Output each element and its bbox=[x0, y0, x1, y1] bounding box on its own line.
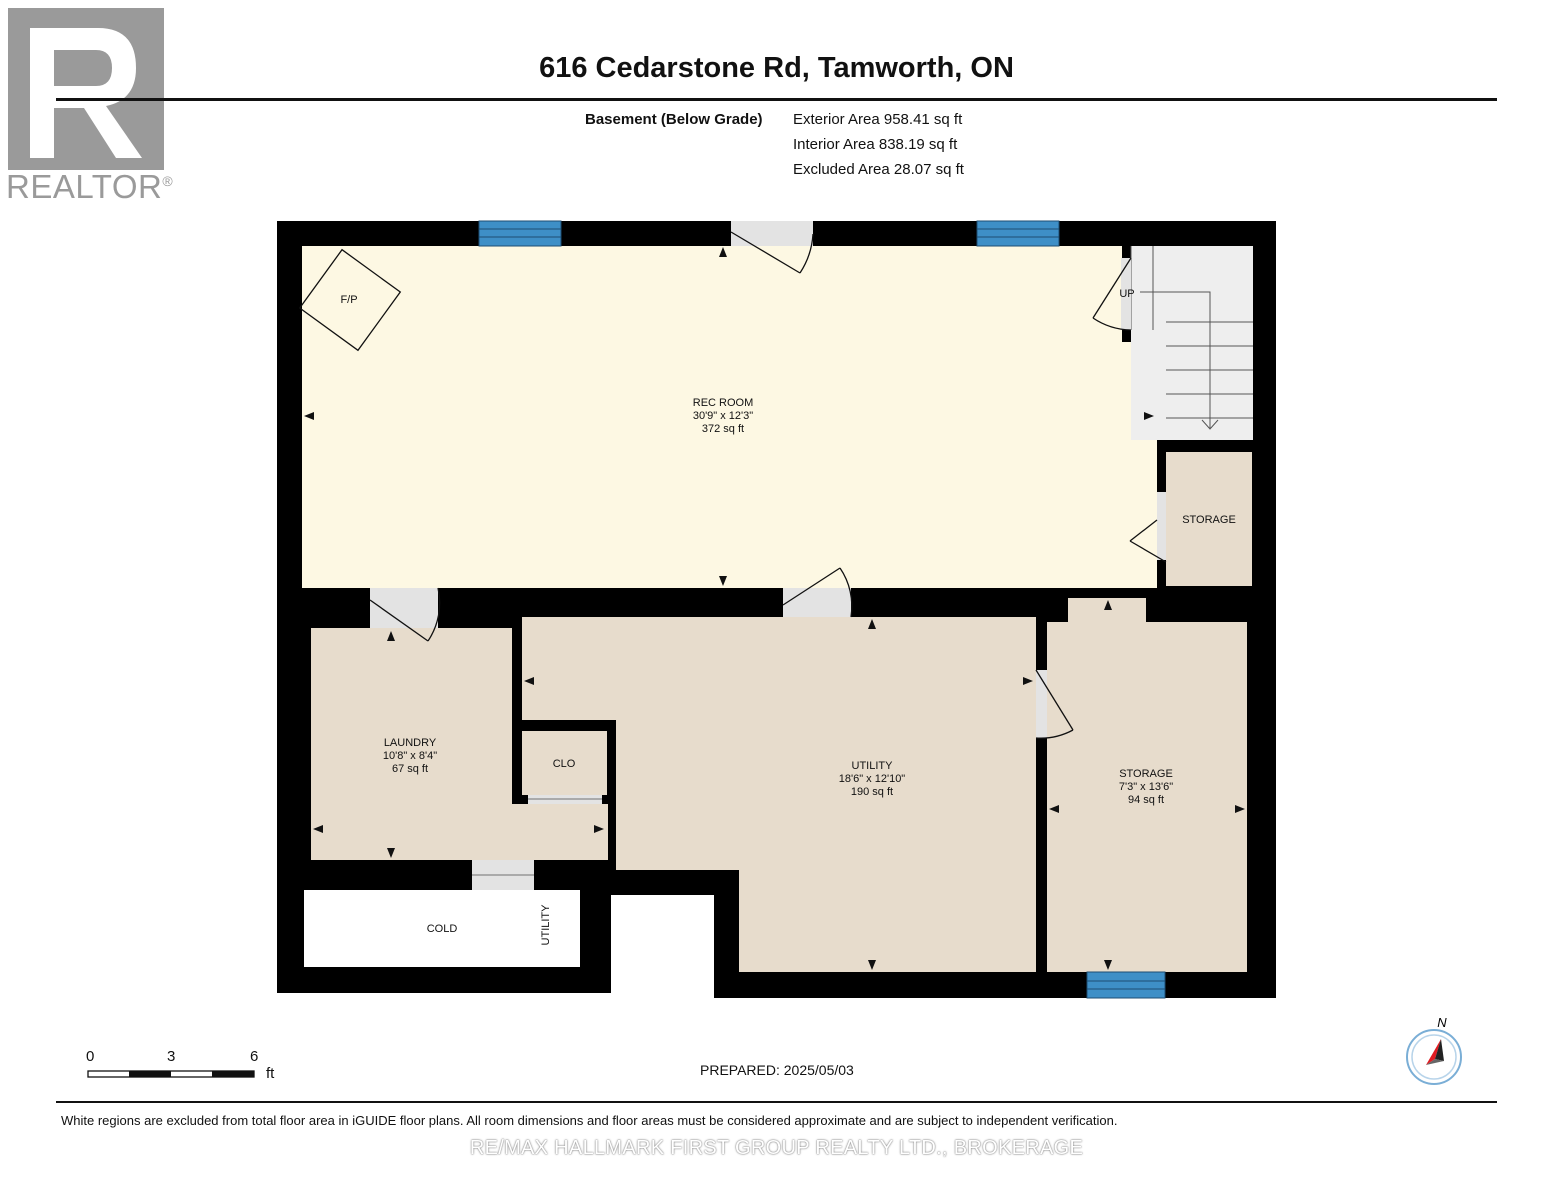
storage-area: 94 sq ft bbox=[1128, 794, 1164, 806]
stairs-floor bbox=[1131, 246, 1253, 440]
compass-icon bbox=[1406, 1029, 1462, 1085]
utility-name: UTILITY bbox=[852, 760, 894, 772]
prepared-date: PREPARED: 2025/05/03 bbox=[700, 1062, 854, 1078]
laundry-name: LAUNDRY bbox=[384, 737, 437, 749]
fireplace-icon bbox=[298, 248, 402, 352]
cold-room-name: COLD bbox=[427, 923, 458, 935]
scale-bar bbox=[87, 1070, 255, 1078]
dimension-arrows bbox=[304, 247, 1245, 970]
storage-floor bbox=[1047, 598, 1247, 972]
realtor-logo-word: REALTOR® bbox=[6, 168, 174, 205]
exterior-area: Exterior Area 958.41 sq ft bbox=[793, 111, 963, 128]
storage-small-floor bbox=[1166, 452, 1252, 586]
fireplace-label: F/P bbox=[340, 294, 357, 306]
rec-room-area: 372 sq ft bbox=[702, 423, 744, 435]
cold-room-floor bbox=[304, 890, 580, 967]
laundry-area: 67 sq ft bbox=[392, 763, 428, 775]
storage-name: STORAGE bbox=[1119, 768, 1173, 780]
utility-dims: 18'6" x 12'10" bbox=[839, 773, 906, 785]
brokerage-watermark: RE/MAX HALLMARK FIRST GROUP REALTY LTD.,… bbox=[469, 1137, 1084, 1159]
scale-tick-0: 0 bbox=[86, 1048, 95, 1065]
laundry-dims: 10'8" x 8'4" bbox=[383, 750, 437, 762]
closet-floor bbox=[522, 731, 607, 795]
rec-room-floor bbox=[302, 246, 1157, 588]
compass-north-label: N bbox=[1437, 1015, 1447, 1030]
interior-area: Interior Area 838.19 sq ft bbox=[793, 136, 958, 153]
windows bbox=[478, 220, 1166, 999]
utility-floor bbox=[522, 617, 1036, 972]
laundry-floor bbox=[311, 628, 608, 860]
utility-area: 190 sq ft bbox=[851, 786, 893, 798]
excluded-area: Excluded Area 28.07 sq ft bbox=[793, 161, 964, 178]
header-rule bbox=[56, 98, 1497, 101]
realtor-logo-icon bbox=[8, 8, 164, 170]
stairs-lines bbox=[1130, 246, 1253, 430]
footer-rule bbox=[56, 1101, 1497, 1103]
disclaimer: White regions are excluded from total fl… bbox=[61, 1113, 1118, 1128]
closet-name: CLO bbox=[553, 758, 576, 770]
scale-unit: ft bbox=[266, 1065, 275, 1082]
storage-small-name: STORAGE bbox=[1182, 514, 1236, 526]
rec-room-name: REC ROOM bbox=[693, 397, 754, 409]
stairs-label: UP bbox=[1119, 288, 1134, 300]
scale-tick-6: 6 bbox=[250, 1048, 259, 1065]
storage-dims: 7'3" x 13'6" bbox=[1119, 781, 1173, 793]
door-swings bbox=[369, 231, 1167, 876]
cold-utility-label: UTILITY bbox=[540, 904, 552, 946]
scale-tick-3: 3 bbox=[167, 1048, 176, 1065]
floor-label: Basement (Below Grade) bbox=[585, 111, 763, 128]
rec-room-dims: 30'9" x 12'3" bbox=[693, 410, 753, 422]
page-title: 616 Cedarstone Rd, Tamworth, ON bbox=[539, 52, 1014, 84]
